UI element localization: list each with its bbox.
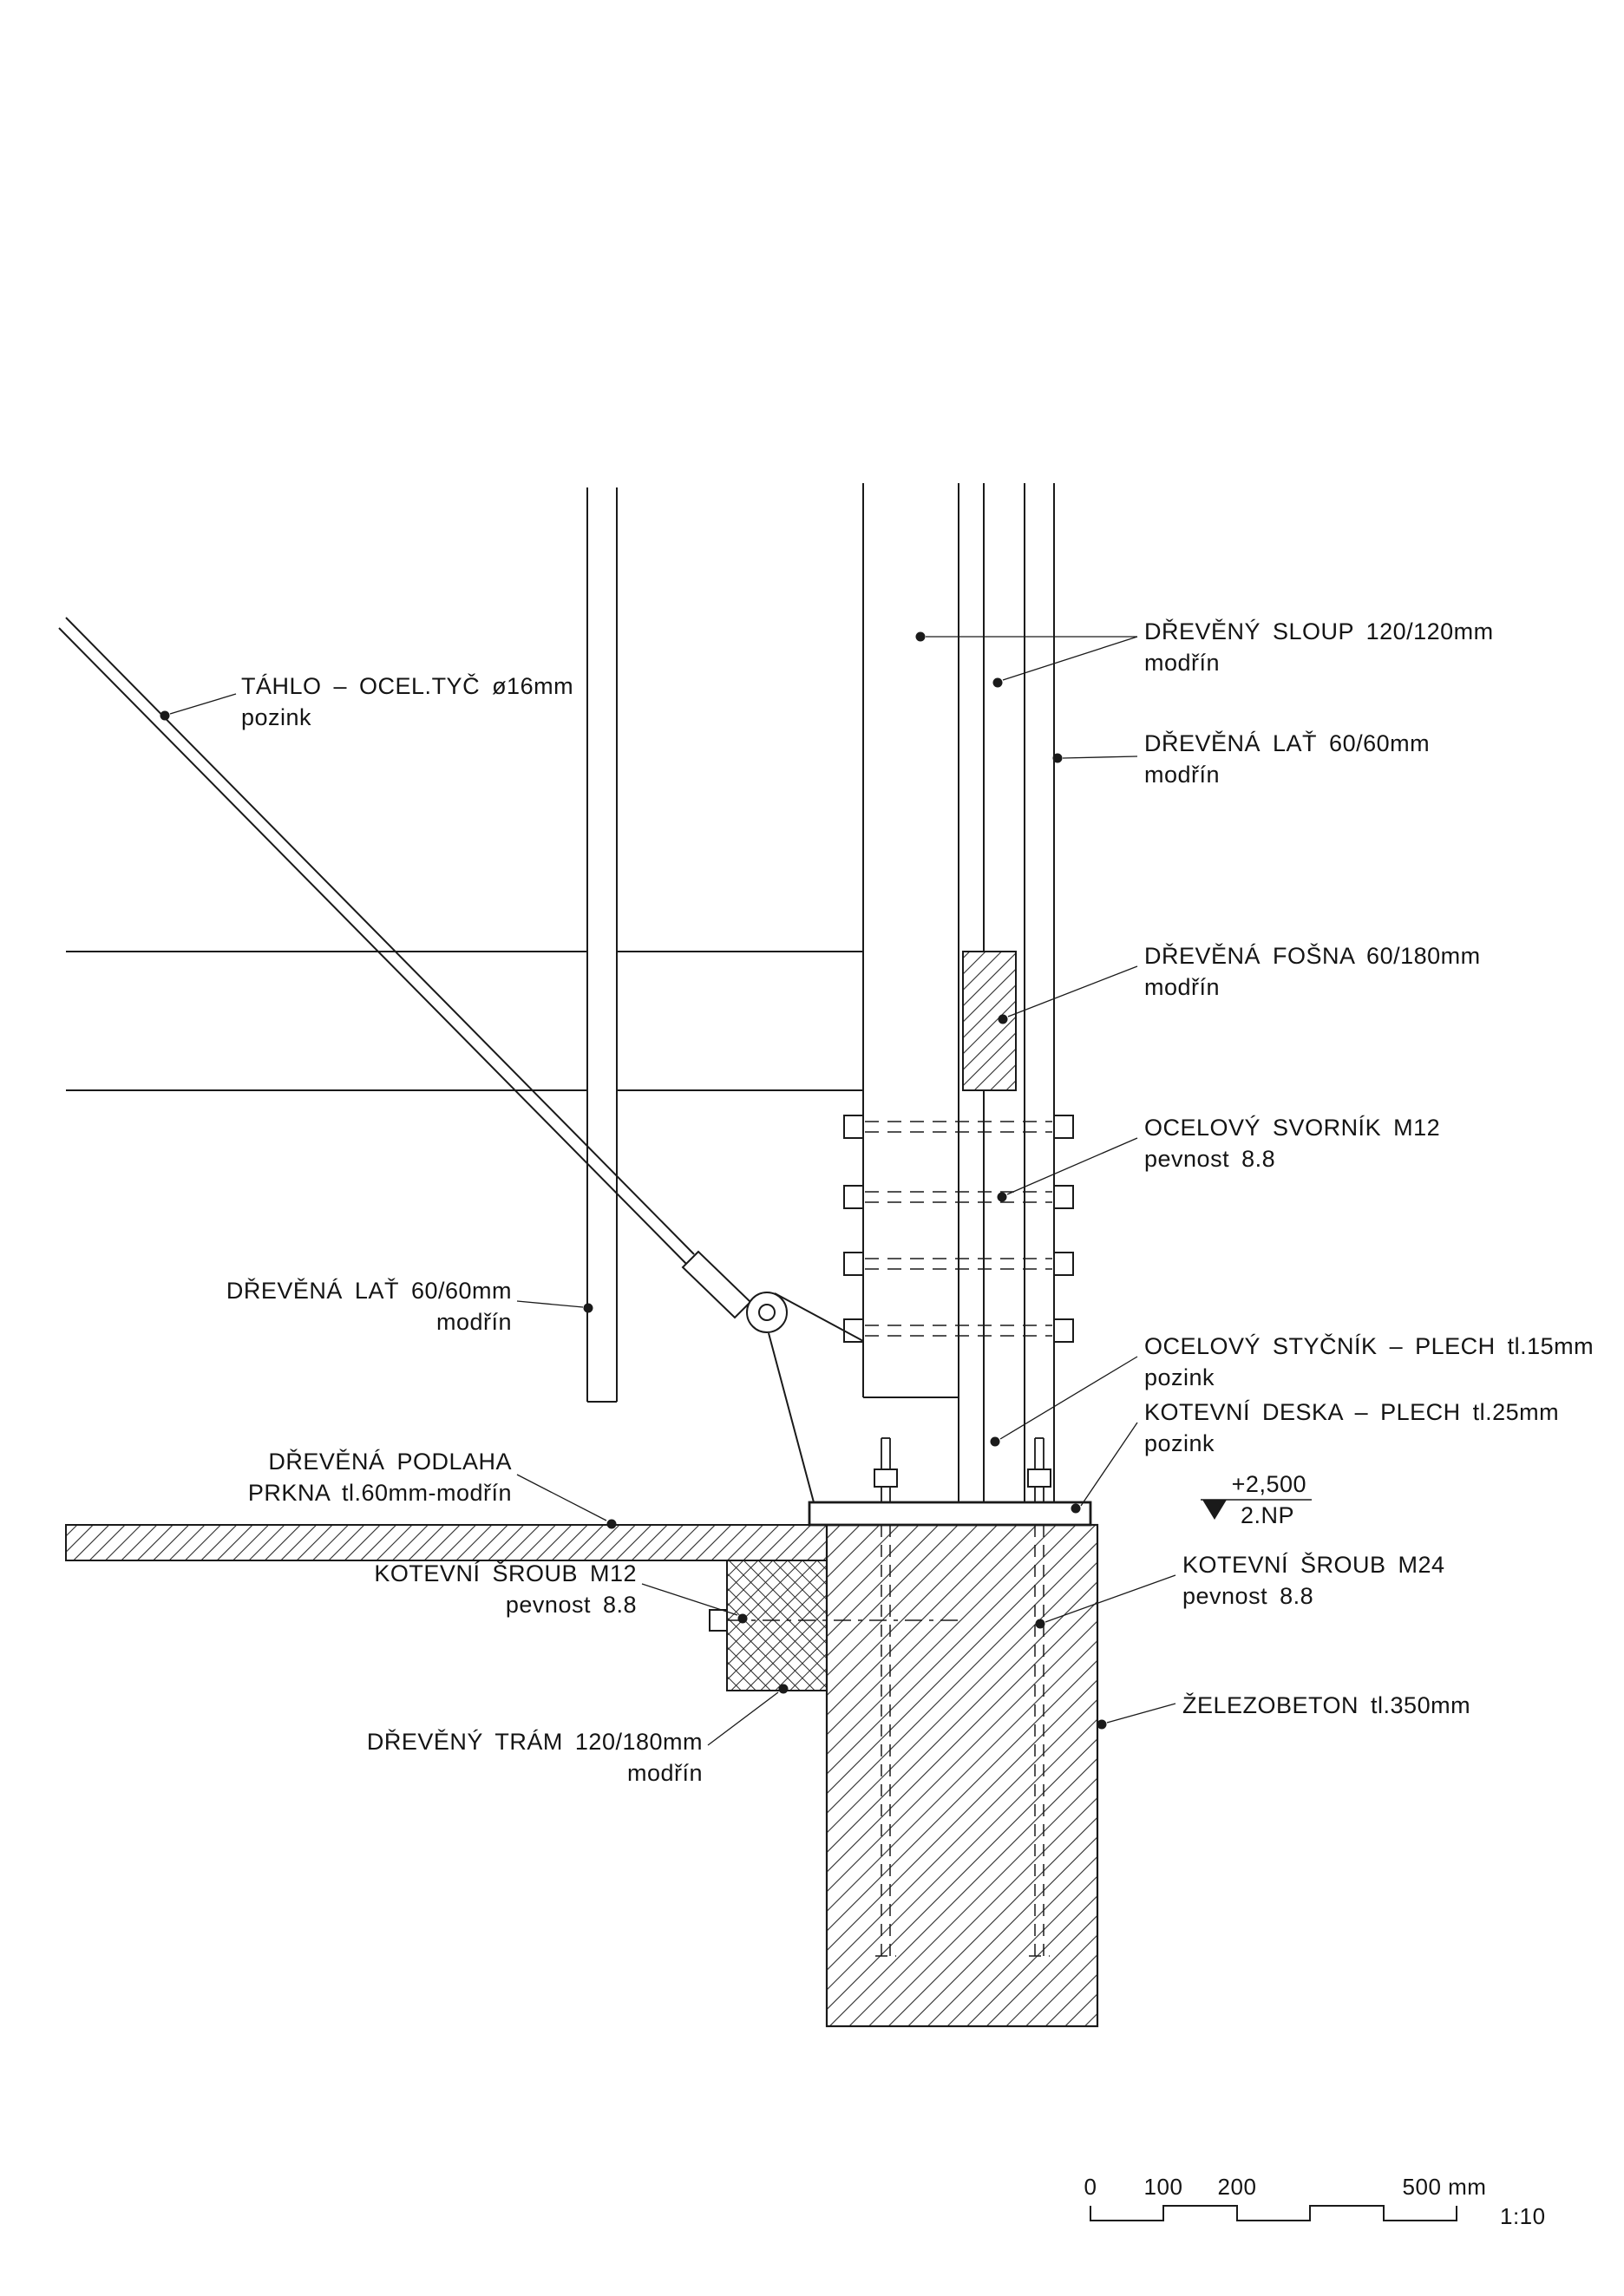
label-line: modřín	[436, 1309, 512, 1335]
label-line: modřín	[1144, 974, 1220, 1000]
timber-column	[862, 483, 1055, 1502]
label-drevenny-sloup: DŘEVĚNÝ SLOUP 120/120mm modřín	[1144, 618, 1494, 676]
label-ocelovy-svornik: OCELOVÝ SVORNÍK M12 pevnost 8.8	[1144, 1115, 1440, 1172]
label-line: modřín	[1144, 650, 1220, 676]
wood-floor	[65, 1524, 828, 1561]
concrete-wall	[825, 1523, 1099, 2028]
label-kotevni-deska: KOTEVNÍ DESKA – PLECH tl.25mm pozink	[1144, 1399, 1559, 1456]
label-line: DŘEVĚNÁ FOŠNA 60/180mm	[1144, 942, 1481, 969]
level-marker: +2,500 2.NP	[1201, 1471, 1312, 1528]
bolt-rows	[843, 1115, 1074, 1343]
tie-rod	[58, 617, 864, 1503]
scale-tick-100: 100	[1144, 2174, 1183, 2200]
annotations-left: TÁHLO – OCEL.TYČ ø16mm pozink DŘEVĚNÁ LA…	[226, 672, 703, 1786]
scale-bar: 0 100 200 500 mm 1:10	[1084, 2174, 1546, 2229]
anchor-plate	[808, 1501, 1092, 1527]
level-value: +2,500	[1232, 1471, 1306, 1497]
label-line: pevnost 8.8	[506, 1592, 637, 1618]
label-line: PRKNA tl.60mm-modřín	[248, 1480, 512, 1506]
label-ocelovy-stycnik: OCELOVÝ STYČNÍK – PLECH tl.15mm pozink	[1144, 1332, 1594, 1390]
label-line: DŘEVĚNÁ LAŤ 60/60mm	[226, 1277, 512, 1304]
label-zelezobeton: ŽELEZOBETON tl.350mm	[1182, 1691, 1470, 1718]
label-line: modřín	[627, 1760, 703, 1786]
label-line: modřín	[1144, 762, 1220, 788]
annotations-right: DŘEVĚNÝ SLOUP 120/120mm modřín DŘEVĚNÁ L…	[1144, 618, 1594, 1718]
label-line: pozink	[1144, 1430, 1215, 1456]
label-drevena-lat-right: DŘEVĚNÁ LAŤ 60/60mm modřín	[1144, 729, 1430, 788]
steel-bolt	[843, 1185, 1074, 1209]
label-line: pozink	[241, 704, 311, 730]
label-line: pevnost 8.8	[1144, 1146, 1275, 1172]
scale-bar-steps	[1090, 2205, 1457, 2221]
label-drevena-podlaha: DŘEVĚNÁ PODLAHA PRKNA tl.60mm-modřín	[248, 1448, 512, 1506]
anchor-bolt-m24	[874, 1437, 1051, 1502]
label-kotevni-sroub-m12: KOTEVNÍ ŠROUB M12 pevnost 8.8	[374, 1560, 637, 1618]
level-flag-icon	[1202, 1500, 1227, 1520]
plank-section	[962, 951, 1017, 1091]
label-kotevni-sroub-m24: KOTEVNÍ ŠROUB M24 pevnost 8.8	[1182, 1551, 1445, 1609]
label-line: DŘEVĚNÁ LAŤ 60/60mm	[1144, 729, 1430, 756]
pin-hole	[758, 1304, 776, 1321]
label-line: DŘEVĚNÝ TRÁM 120/180mm	[367, 1728, 703, 1755]
anchor-bolt-m12	[709, 1609, 963, 1632]
label-drevenny-tram: DŘEVĚNÝ TRÁM 120/180mm modřín	[367, 1728, 703, 1786]
label-drevena-lat-left: DŘEVĚNÁ LAŤ 60/60mm modřín	[226, 1277, 512, 1335]
label-tahlo: TÁHLO – OCEL.TYČ ø16mm pozink	[241, 672, 573, 730]
label-line: pozink	[1144, 1364, 1215, 1390]
label-line: KOTEVNÍ DESKA – PLECH tl.25mm	[1144, 1399, 1559, 1425]
label-line: ŽELEZOBETON tl.350mm	[1182, 1691, 1470, 1718]
label-line: OCELOVÝ STYČNÍK – PLECH tl.15mm	[1144, 1332, 1594, 1359]
label-line: OCELOVÝ SVORNÍK M12	[1144, 1115, 1440, 1141]
steel-bolt	[843, 1318, 1074, 1343]
label-line: KOTEVNÍ ŠROUB M24	[1182, 1551, 1445, 1578]
horizontal-rail	[66, 951, 863, 1091]
timber-lath-left	[586, 487, 618, 1403]
scale-tick-500: 500 mm	[1403, 2174, 1487, 2200]
steel-bolt	[843, 1115, 1074, 1139]
scale-ratio: 1:10	[1500, 2203, 1546, 2229]
wood-beam	[726, 1560, 828, 1691]
label-line: DŘEVĚNÁ PODLAHA	[268, 1448, 512, 1475]
label-line: KOTEVNÍ ŠROUB M12	[374, 1560, 637, 1586]
leader-lines	[160, 631, 1176, 1746]
level-floor: 2.NP	[1241, 1502, 1294, 1528]
label-line: pevnost 8.8	[1182, 1583, 1313, 1609]
clevis-fork	[681, 1250, 752, 1319]
label-line: DŘEVĚNÝ SLOUP 120/120mm	[1144, 618, 1494, 644]
embedded-anchor-bolts	[875, 1525, 1050, 1957]
scale-tick-0: 0	[1084, 2174, 1097, 2200]
label-line: TÁHLO – OCEL.TYČ ø16mm	[241, 672, 573, 699]
label-drevena-fosna: DŘEVĚNÁ FOŠNA 60/180mm modřín	[1144, 942, 1481, 1000]
steel-bolt	[843, 1252, 1074, 1276]
scale-tick-200: 200	[1218, 2174, 1257, 2200]
